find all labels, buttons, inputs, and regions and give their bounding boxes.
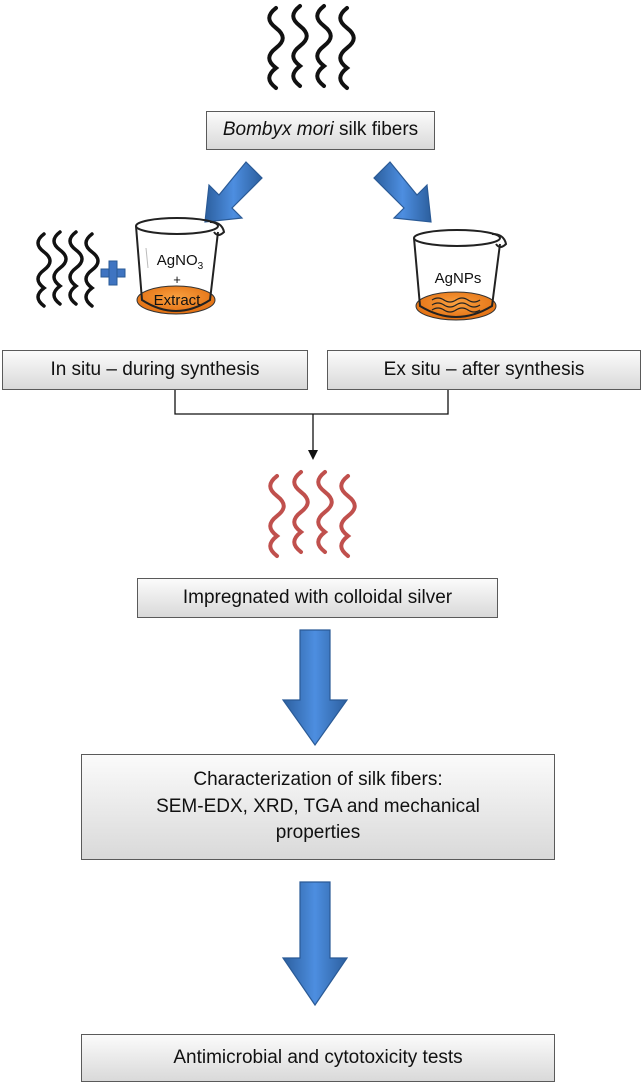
plus-label: + <box>173 272 181 287</box>
characterization-line1: Characterization of silk fibers: <box>193 769 443 791</box>
impregnated-label: Impregnated with colloidal silver <box>182 586 453 608</box>
arrow-down-1-icon <box>281 629 349 747</box>
silk-fibers-impregnated-icon <box>268 470 357 558</box>
ex-situ-label: Ex situ – after synthesis <box>383 358 585 380</box>
arrow-left-down-icon <box>204 161 263 223</box>
source-label: silk fibers <box>333 119 419 141</box>
arrow-right-down-icon <box>373 161 432 223</box>
arrow-down-2-icon <box>281 881 349 1007</box>
in-situ-label: In situ – during synthesis <box>50 358 260 380</box>
source-fibers-box: Bombyx mori silk fibers <box>206 111 435 150</box>
agnps-label: AgNPs <box>434 270 482 287</box>
merge-connector <box>174 390 449 452</box>
extract-label: Extract <box>153 292 201 309</box>
impregnated-box: Impregnated with colloidal silver <box>137 578 498 618</box>
tests-label: Antimicrobial and cytotoxicity tests <box>173 1046 463 1068</box>
characterization-line3: properties <box>275 822 361 844</box>
tests-box: Antimicrobial and cytotoxicity tests <box>81 1034 555 1082</box>
characterization-line2: SEM-EDX, XRD, TGA and mechanical <box>156 795 480 817</box>
in-situ-box: In situ – during synthesis <box>2 350 308 390</box>
ex-situ-box: Ex situ – after synthesis <box>327 350 641 390</box>
plus-icon <box>100 260 126 286</box>
species-name: Bombyx mori <box>222 119 334 141</box>
beaker-agnps-icon <box>413 229 508 321</box>
merge-arrowhead-icon <box>308 450 318 460</box>
characterization-box: Characterization of silk fibers: SEM-EDX… <box>81 754 555 860</box>
beaker-agno3-icon <box>135 217 226 315</box>
agno3-label: AgNO3 <box>156 252 204 272</box>
silk-fibers-top-icon <box>267 4 356 90</box>
silk-fibers-left-icon <box>36 230 100 308</box>
